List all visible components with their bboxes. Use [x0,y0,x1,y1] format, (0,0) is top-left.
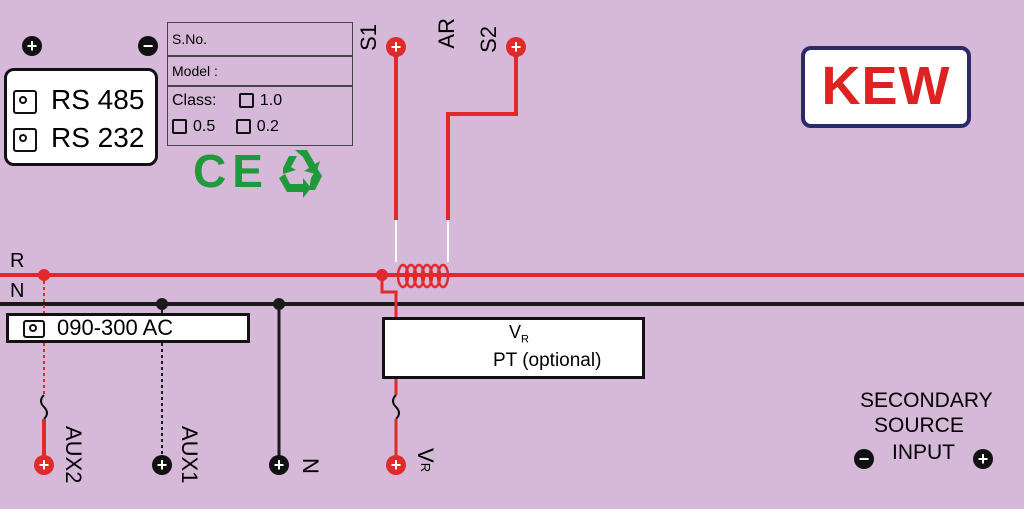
secondary-line3: INPUT [892,441,955,464]
checkbox-icon[interactable] [172,119,187,135]
class-1-0: 1.0 [259,92,283,109]
class-label: Class: [172,92,217,109]
aux-supply-box: 090-300 AC [6,313,250,343]
checkbox-icon[interactable] [235,119,251,135]
vr-v: V [413,448,438,463]
s2-terminal[interactable]: + [506,37,526,57]
s2-wire [446,47,518,220]
checkbox-icon[interactable] [238,93,254,109]
class-cell: Class: 1.0 0.5 0.2 [167,86,353,146]
secondary-line2: SOURCE [874,414,964,437]
logo-text: KEW [821,56,951,116]
aux-supply-label: 090-300 AC [57,315,174,340]
r-label: R [10,250,25,272]
secondary-minus-terminal[interactable]: − [854,449,874,469]
port-icon [13,127,37,152]
s2-label: S2 [476,26,501,53]
ar-label: AR [434,18,459,49]
pt-v: V [509,322,522,342]
info-table: S.No. Model : Class: 1.0 0.5 0.2 [167,22,355,146]
kew-logo: KEW [801,46,971,128]
aux2-terminal[interactable]: + [34,455,54,475]
n-terminal-label: N [298,458,323,474]
rs485-row: RS 485 [13,85,144,115]
ce-mark: CE [193,145,269,197]
s1-label: S1 [356,24,381,51]
vr-terminal-label: VR [412,448,438,472]
aux1-terminal[interactable]: + [152,455,172,475]
port-icon [23,320,45,339]
port-icon [13,89,37,114]
n-label: N [10,280,25,302]
s1-terminal[interactable]: + [386,37,406,57]
pt-sub: R [521,333,529,346]
n-terminal[interactable]: + [269,455,289,475]
pt-vr-label: VR [509,322,529,346]
pt-label: PT (optional) [493,350,602,371]
secondary-plus-terminal[interactable]: + [973,449,993,469]
comm-ports-box: RS 485 RS 232 [4,68,158,166]
ct-coil [396,263,450,289]
minus-terminal-top[interactable]: − [138,36,158,56]
pt-box: VR PT (optional) [382,317,645,379]
rs485-label: RS 485 [51,84,145,115]
class-0-2: 0.2 [256,118,279,135]
sno-cell: S.No. [167,22,353,56]
aux2-label: AUX2 [61,426,86,484]
model-cell: Model : [167,56,353,86]
recycle-icon [279,150,322,198]
aux1-label: AUX1 [177,426,202,484]
rs232-row: RS 232 [13,123,144,153]
vr-sub: R [418,462,433,473]
vr-terminal[interactable]: + [386,455,406,475]
class-0-5: 0.5 [193,118,216,135]
minus-terminal-top-left[interactable]: + [22,36,42,56]
rs232-label: RS 232 [51,122,145,153]
secondary-line1: SECONDARY [860,389,993,412]
